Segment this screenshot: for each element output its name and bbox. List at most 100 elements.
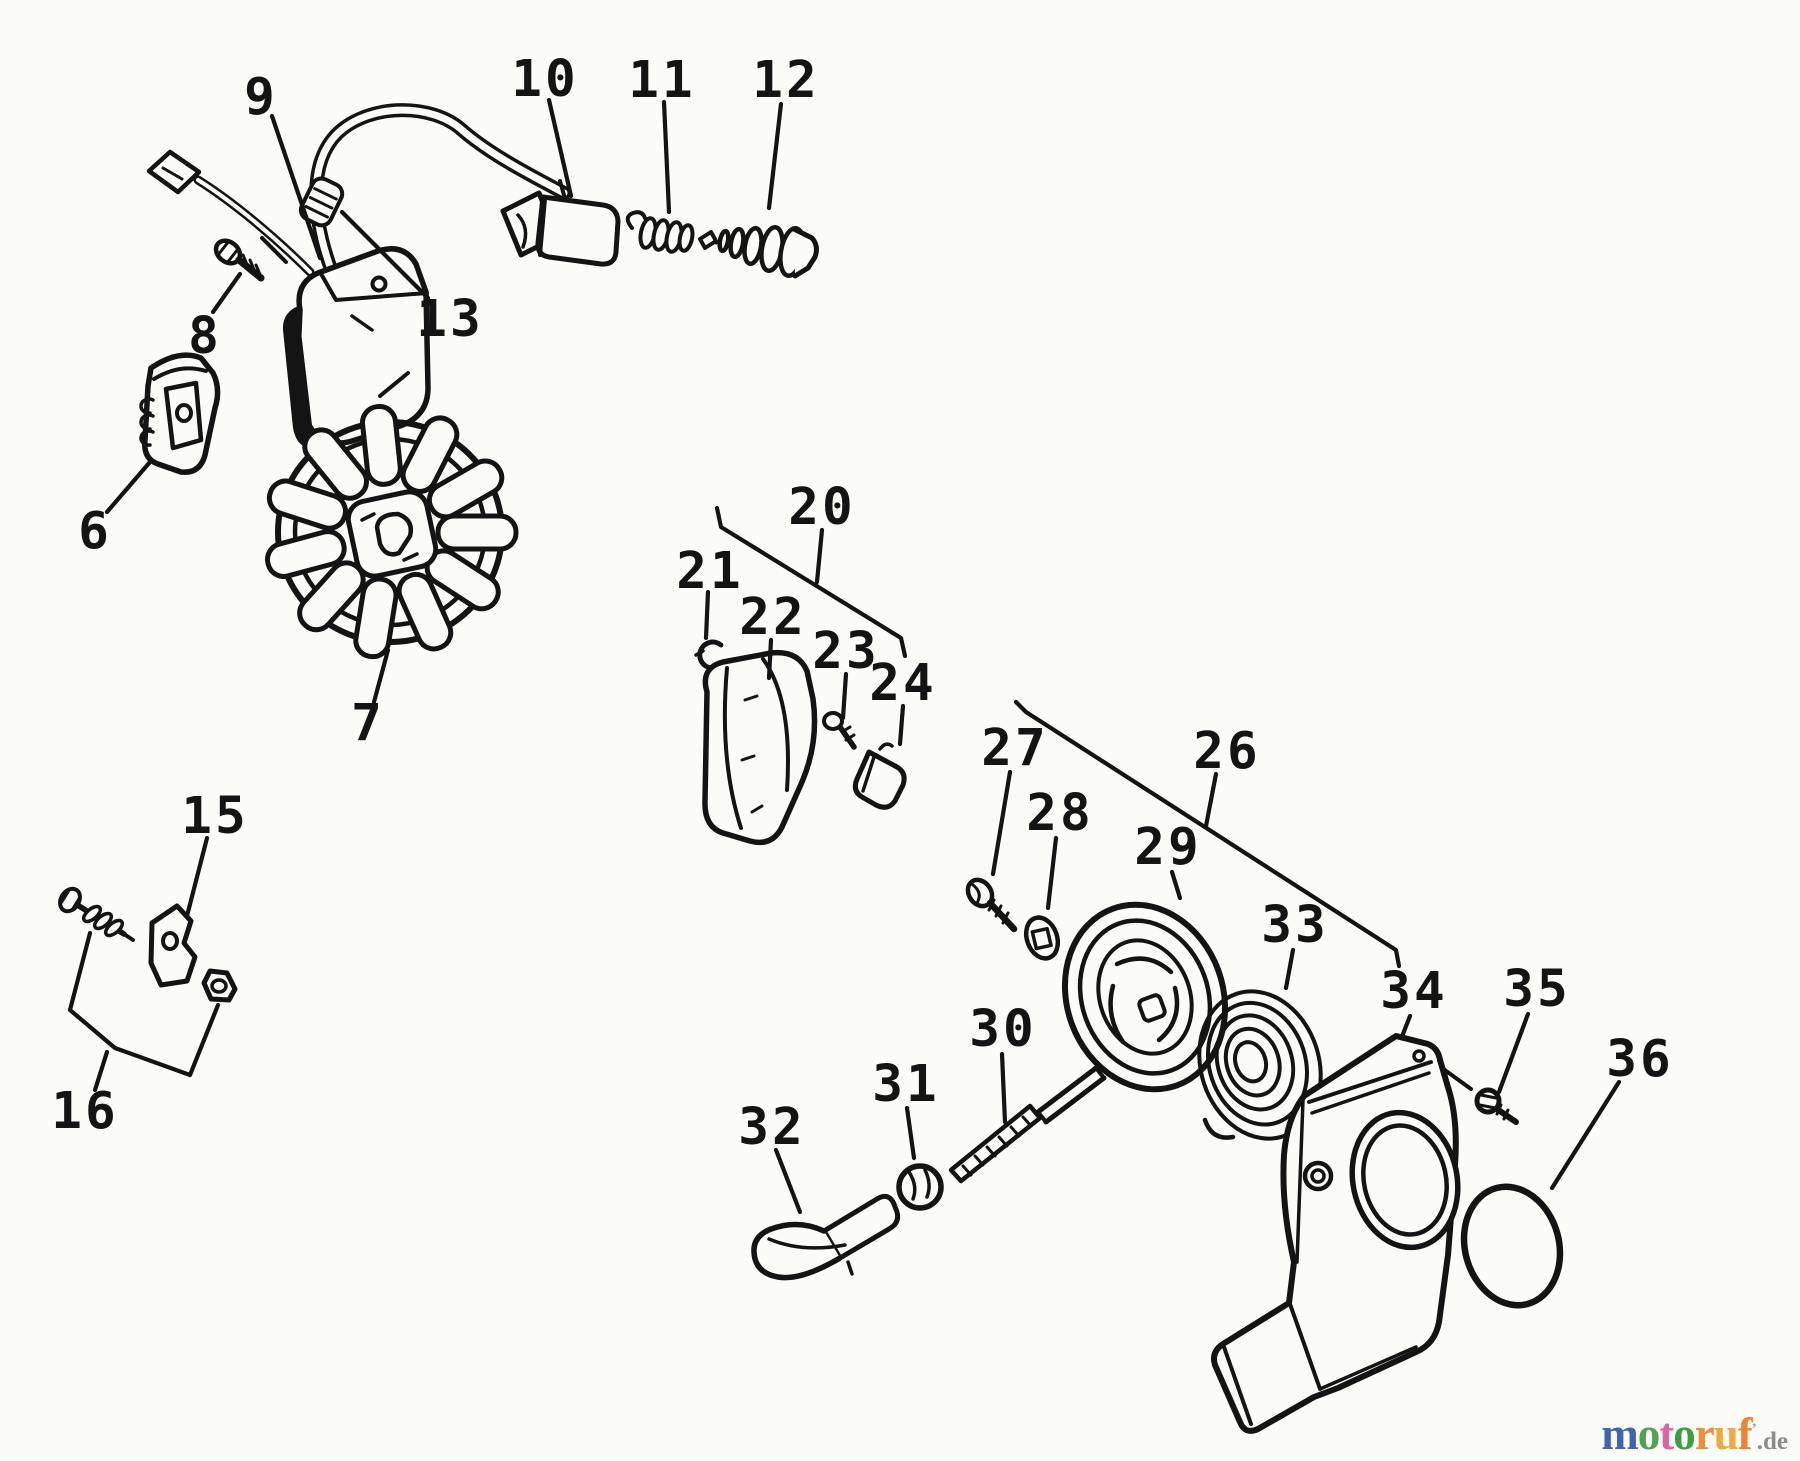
watermark-letter: m: [1601, 1409, 1638, 1459]
part-label-16: 16: [51, 1082, 118, 1141]
watermark-word: motoruf: [1601, 1409, 1753, 1459]
fin: [435, 513, 519, 552]
detail-stroke: [1495, 1103, 1510, 1121]
starter-rope: [948, 1065, 1107, 1184]
switch-bracket: [148, 903, 198, 988]
plug-ring: [728, 226, 746, 260]
part-label-34: 34: [1380, 962, 1447, 1021]
detail-stroke: [378, 371, 410, 398]
detail-stroke: [516, 213, 528, 249]
detail-stroke: [846, 1260, 854, 1276]
fin: [400, 415, 460, 494]
starter-pulley: [1061, 901, 1229, 1093]
plug-terminal: [698, 230, 718, 250]
leader-line-24: [897, 703, 906, 747]
cover-window: [163, 380, 204, 451]
bolt-shaft: [235, 256, 265, 282]
leader-line-34: [1400, 1013, 1413, 1037]
leader-line-20: [814, 527, 825, 585]
part-label-36: 36: [1606, 1030, 1673, 1089]
part-label-10: 10: [511, 50, 578, 109]
rope-twisted-section: [948, 1103, 1043, 1184]
detail-stroke: [152, 366, 208, 381]
rope-line: [1043, 1075, 1107, 1125]
detail-stroke: [961, 1115, 1033, 1177]
part-label-22: 22: [739, 588, 806, 647]
leader-line-21: [703, 589, 711, 641]
detail-stroke: [241, 253, 263, 279]
part-label-32: 32: [738, 1098, 805, 1157]
watermark-letter: f: [1737, 1409, 1753, 1459]
housing-screw-hole: [1412, 1049, 1426, 1063]
pulley-groove: [1077, 918, 1213, 1076]
switch-spring-coil: [81, 904, 103, 924]
leader-bracket-26: [1013, 699, 1402, 969]
detail-stroke: [1036, 1066, 1106, 1124]
spring-coil: [677, 223, 695, 253]
switch-spring-coil: [92, 911, 114, 931]
leader-line-16: [92, 1049, 110, 1093]
leader-bracket-20: [714, 505, 908, 659]
detail-stroke: [767, 1237, 847, 1250]
part-label-30: 30: [969, 1000, 1036, 1059]
leader-line-36: [1549, 1079, 1622, 1191]
leader-line-30: [999, 1051, 1008, 1125]
detail-stroke: [694, 649, 705, 657]
part-label-33: 33: [1261, 896, 1328, 955]
ignition-coil: [282, 246, 431, 472]
detail-stroke: [840, 725, 856, 742]
detail-stroke: [861, 755, 876, 793]
coil-core-strip: [282, 306, 322, 447]
screw-head: [822, 711, 844, 731]
o-ring: [1460, 1183, 1564, 1309]
spring-turn: [1223, 1026, 1282, 1098]
leader-line-9: [269, 113, 323, 261]
rope-knot: [896, 1163, 944, 1211]
watermark-letter: o: [1637, 1409, 1660, 1459]
starter-handle: [751, 1193, 901, 1281]
recoil-spring: [1197, 989, 1323, 1141]
part-label-12: 12: [752, 51, 819, 110]
handle-grip: [751, 1221, 843, 1281]
leader-line-29: [1169, 869, 1183, 901]
housing-flange-line: [1307, 1060, 1433, 1104]
detail-stroke: [907, 1168, 931, 1201]
screw-shaft: [986, 899, 1018, 933]
handle-ferrule: [821, 1193, 901, 1261]
starter-case-cover: [702, 649, 818, 846]
plug-spring: [625, 210, 695, 254]
watermark-tick: ’: [1751, 1421, 1757, 1437]
leader-line-15: [184, 835, 210, 919]
housing-screw: [1474, 1087, 1519, 1125]
leader-line-12: [766, 101, 784, 211]
knot-ball: [896, 1163, 944, 1211]
detail-stroke: [971, 883, 981, 905]
cover-spring: [139, 397, 155, 447]
leader-line-11: [661, 99, 672, 215]
coil-terminal: [370, 275, 388, 293]
plug-body: [791, 226, 819, 279]
leader-lines: [67, 97, 1622, 1215]
part-label-24: 24: [869, 654, 936, 713]
leader-line-13: [339, 209, 431, 301]
detail-stroke: [1222, 1302, 1322, 1426]
recoil-spring-hook: [1202, 1117, 1236, 1140]
pulley-cam-arc: [1156, 985, 1180, 1043]
detail-stroke: [226, 247, 240, 264]
leader-line-35: [1496, 1011, 1531, 1095]
leader-line-10: [546, 97, 574, 199]
spring-turn: [1197, 989, 1323, 1141]
detail-stroke: [59, 888, 71, 906]
spade-terminal: [146, 149, 202, 195]
housing-boss-hole: [1310, 1168, 1326, 1184]
fin: [266, 478, 348, 531]
lead-core: [196, 178, 312, 274]
part-label-26: 26: [1193, 722, 1260, 781]
spark-plug: [698, 225, 819, 279]
cover-outline: [142, 352, 221, 475]
leader-line-23: [840, 671, 849, 721]
part-label-27: 27: [981, 719, 1048, 778]
coil-top-edge: [318, 270, 429, 302]
pawl-cover: [139, 352, 221, 475]
